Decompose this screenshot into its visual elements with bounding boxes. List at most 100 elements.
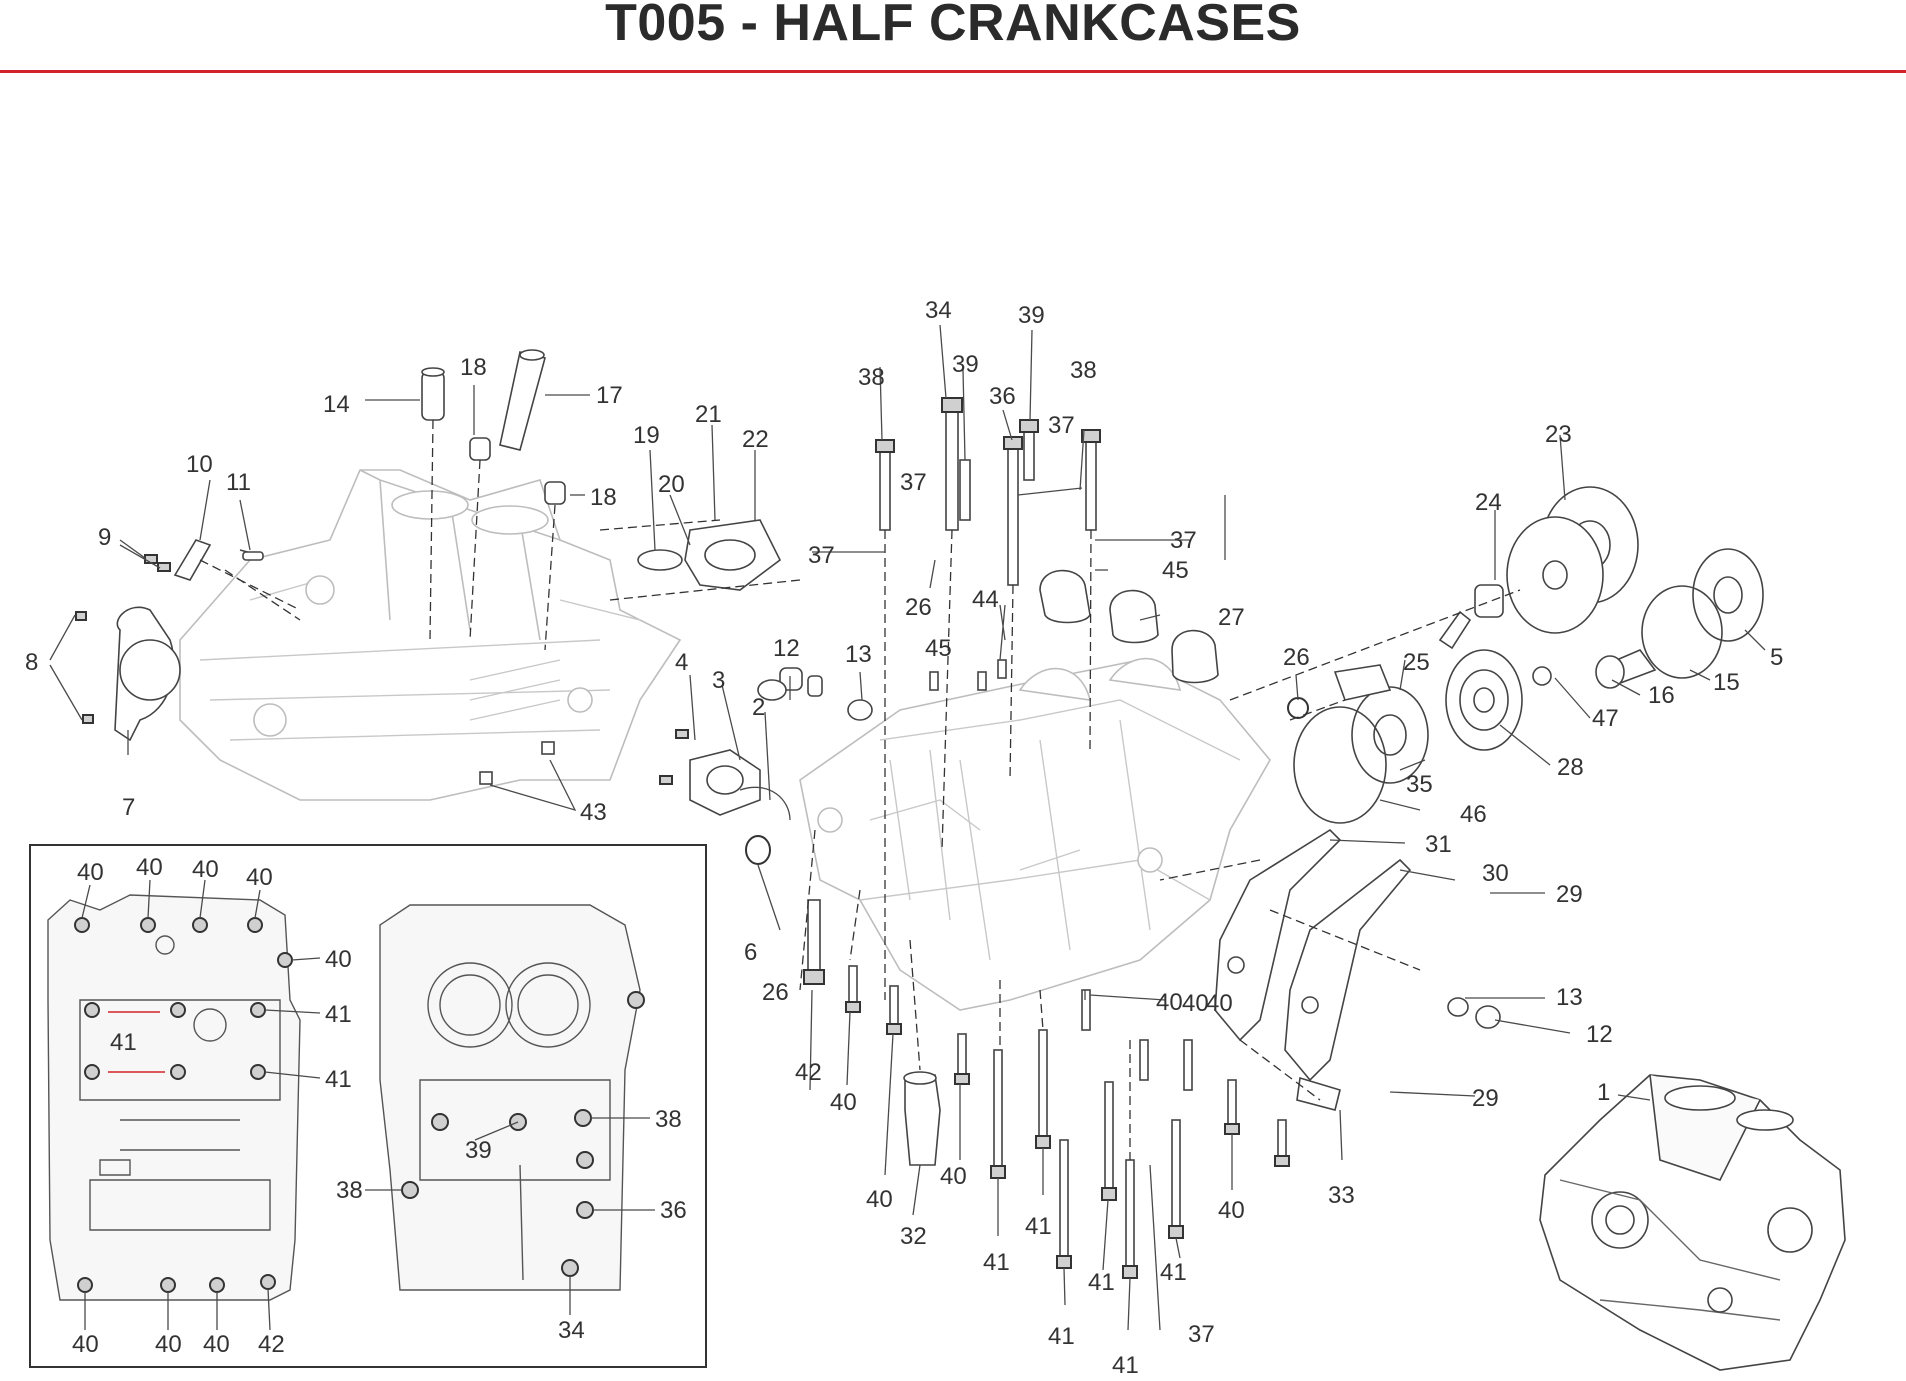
callout-33: 33 [1328, 1182, 1355, 1209]
callout-19: 19 [633, 422, 660, 449]
callout-28: 28 [1557, 754, 1584, 781]
inset-callout-38a: 38 [655, 1106, 682, 1133]
bottom-bolts [803, 899, 1341, 1279]
callout-41d: 41 [1048, 1323, 1075, 1350]
callout-2: 2 [752, 694, 765, 721]
callout-38a: 38 [858, 364, 885, 391]
callout-26b: 26 [1283, 644, 1310, 671]
callout-1: 1 [1597, 1079, 1610, 1106]
callout-40c: 40 [940, 1163, 967, 1190]
callout-26c: 26 [762, 979, 789, 1006]
inset-callout-41a: 41 [325, 1001, 352, 1028]
assembly-axes [199, 419, 1521, 1160]
callout-35: 35 [1406, 771, 1433, 798]
callout-37c: 37 [1048, 412, 1075, 439]
callout-40f: 40 [1182, 990, 1209, 1017]
callout-10: 10 [186, 451, 213, 478]
callout-13a: 13 [845, 641, 872, 668]
cover-parts [659, 729, 791, 865]
callout-4: 4 [675, 649, 688, 676]
callout-32: 32 [900, 1223, 927, 1250]
callout-leaders [49, 324, 1766, 1331]
callout-40e: 40 [1218, 1197, 1245, 1224]
oil-filter-assembly [1287, 486, 1764, 824]
callout-30: 30 [1482, 860, 1509, 887]
callout-41a: 41 [983, 1249, 1010, 1276]
page-title: T005 - HALF CRANKCASES [605, 0, 1301, 52]
callout-27: 27 [1218, 604, 1245, 631]
callout-40g: 40 [1206, 990, 1233, 1017]
callout-6: 6 [744, 939, 757, 966]
inset-callout-40d: 40 [246, 864, 273, 891]
inset-callout-38b: 38 [336, 1177, 363, 1204]
callout-23: 23 [1545, 421, 1572, 448]
inset-callout-labels: 40 40 40 40 40 41 41 41 40 40 40 42 38 3… [72, 854, 687, 1358]
callout-21: 21 [695, 401, 722, 428]
callout-37a: 37 [808, 542, 835, 569]
callout-18b: 18 [590, 484, 617, 511]
complete-crankcase-assembly [1539, 1074, 1846, 1371]
callout-40d: 40 [866, 1186, 893, 1213]
inset-callout-40a: 40 [77, 859, 104, 886]
callout-11: 11 [226, 469, 251, 496]
title-rule [0, 70, 1906, 73]
callout-26a: 26 [905, 594, 932, 621]
inset-callout-40h: 40 [203, 1331, 230, 1358]
callout-3: 3 [712, 667, 725, 694]
callout-37e: 37 [1188, 1321, 1215, 1348]
callout-42: 42 [795, 1059, 822, 1086]
callout-44: 44 [972, 586, 999, 613]
callout-29b: 29 [1472, 1085, 1499, 1112]
callout-31: 31 [1425, 831, 1452, 858]
side-cover-plates [1214, 828, 1501, 1082]
callout-labels: 1 2 3 4 5 6 7 8 9 10 11 12 12 13 13 14 1… [25, 297, 1783, 1379]
callout-15: 15 [1713, 669, 1740, 696]
inset-callout-40f: 40 [72, 1331, 99, 1358]
inset-callout-41c: 41 [325, 1066, 352, 1093]
callout-34: 34 [925, 297, 952, 324]
title-bar: T005 - HALF CRANKCASES [0, 0, 1906, 74]
inset-callout-40b: 40 [136, 854, 163, 881]
callout-13b: 13 [1556, 984, 1583, 1011]
callout-41c: 41 [1088, 1269, 1115, 1296]
inset-callout-40c: 40 [192, 856, 219, 883]
callout-39b: 39 [1018, 302, 1045, 329]
inset-callout-36: 36 [660, 1197, 687, 1224]
inset-callout-39: 39 [465, 1137, 492, 1164]
callout-41b: 41 [1025, 1213, 1052, 1240]
callout-12b: 12 [1586, 1021, 1613, 1048]
callout-14: 14 [323, 391, 350, 418]
callout-36: 36 [989, 383, 1016, 410]
bolt-location-inset [29, 844, 707, 1368]
callout-40a: 40 [1156, 989, 1183, 1016]
bearing-shells [1039, 569, 1219, 684]
callout-39a: 39 [952, 351, 979, 378]
inset-callout-41b: 41 [110, 1029, 137, 1056]
callout-18a: 18 [460, 354, 487, 381]
callout-41e: 41 [1112, 1352, 1139, 1379]
callout-37d: 37 [1170, 527, 1197, 554]
callout-12a: 12 [773, 635, 800, 662]
callout-22: 22 [742, 426, 769, 453]
callout-25: 25 [1403, 649, 1430, 676]
callout-37b: 37 [900, 469, 927, 496]
callout-46: 46 [1460, 801, 1487, 828]
callout-43: 43 [580, 799, 607, 826]
callout-29a: 29 [1556, 881, 1583, 908]
callout-40b: 40 [830, 1089, 857, 1116]
callout-9: 9 [98, 524, 111, 551]
callout-47: 47 [1592, 705, 1619, 732]
callout-41f: 41 [1160, 1259, 1187, 1286]
lower-crankcase-ghost [799, 657, 1271, 1011]
callout-20: 20 [658, 471, 685, 498]
callout-17: 17 [596, 382, 623, 409]
inset-callout-40g: 40 [155, 1331, 182, 1358]
callout-45a: 45 [925, 635, 952, 662]
inset-callout-34: 34 [558, 1317, 585, 1344]
inset-callout-40e: 40 [325, 946, 352, 973]
callout-45b: 45 [1162, 557, 1189, 584]
callout-24: 24 [1475, 489, 1502, 516]
callout-38b: 38 [1070, 357, 1097, 384]
callout-7: 7 [122, 794, 135, 821]
